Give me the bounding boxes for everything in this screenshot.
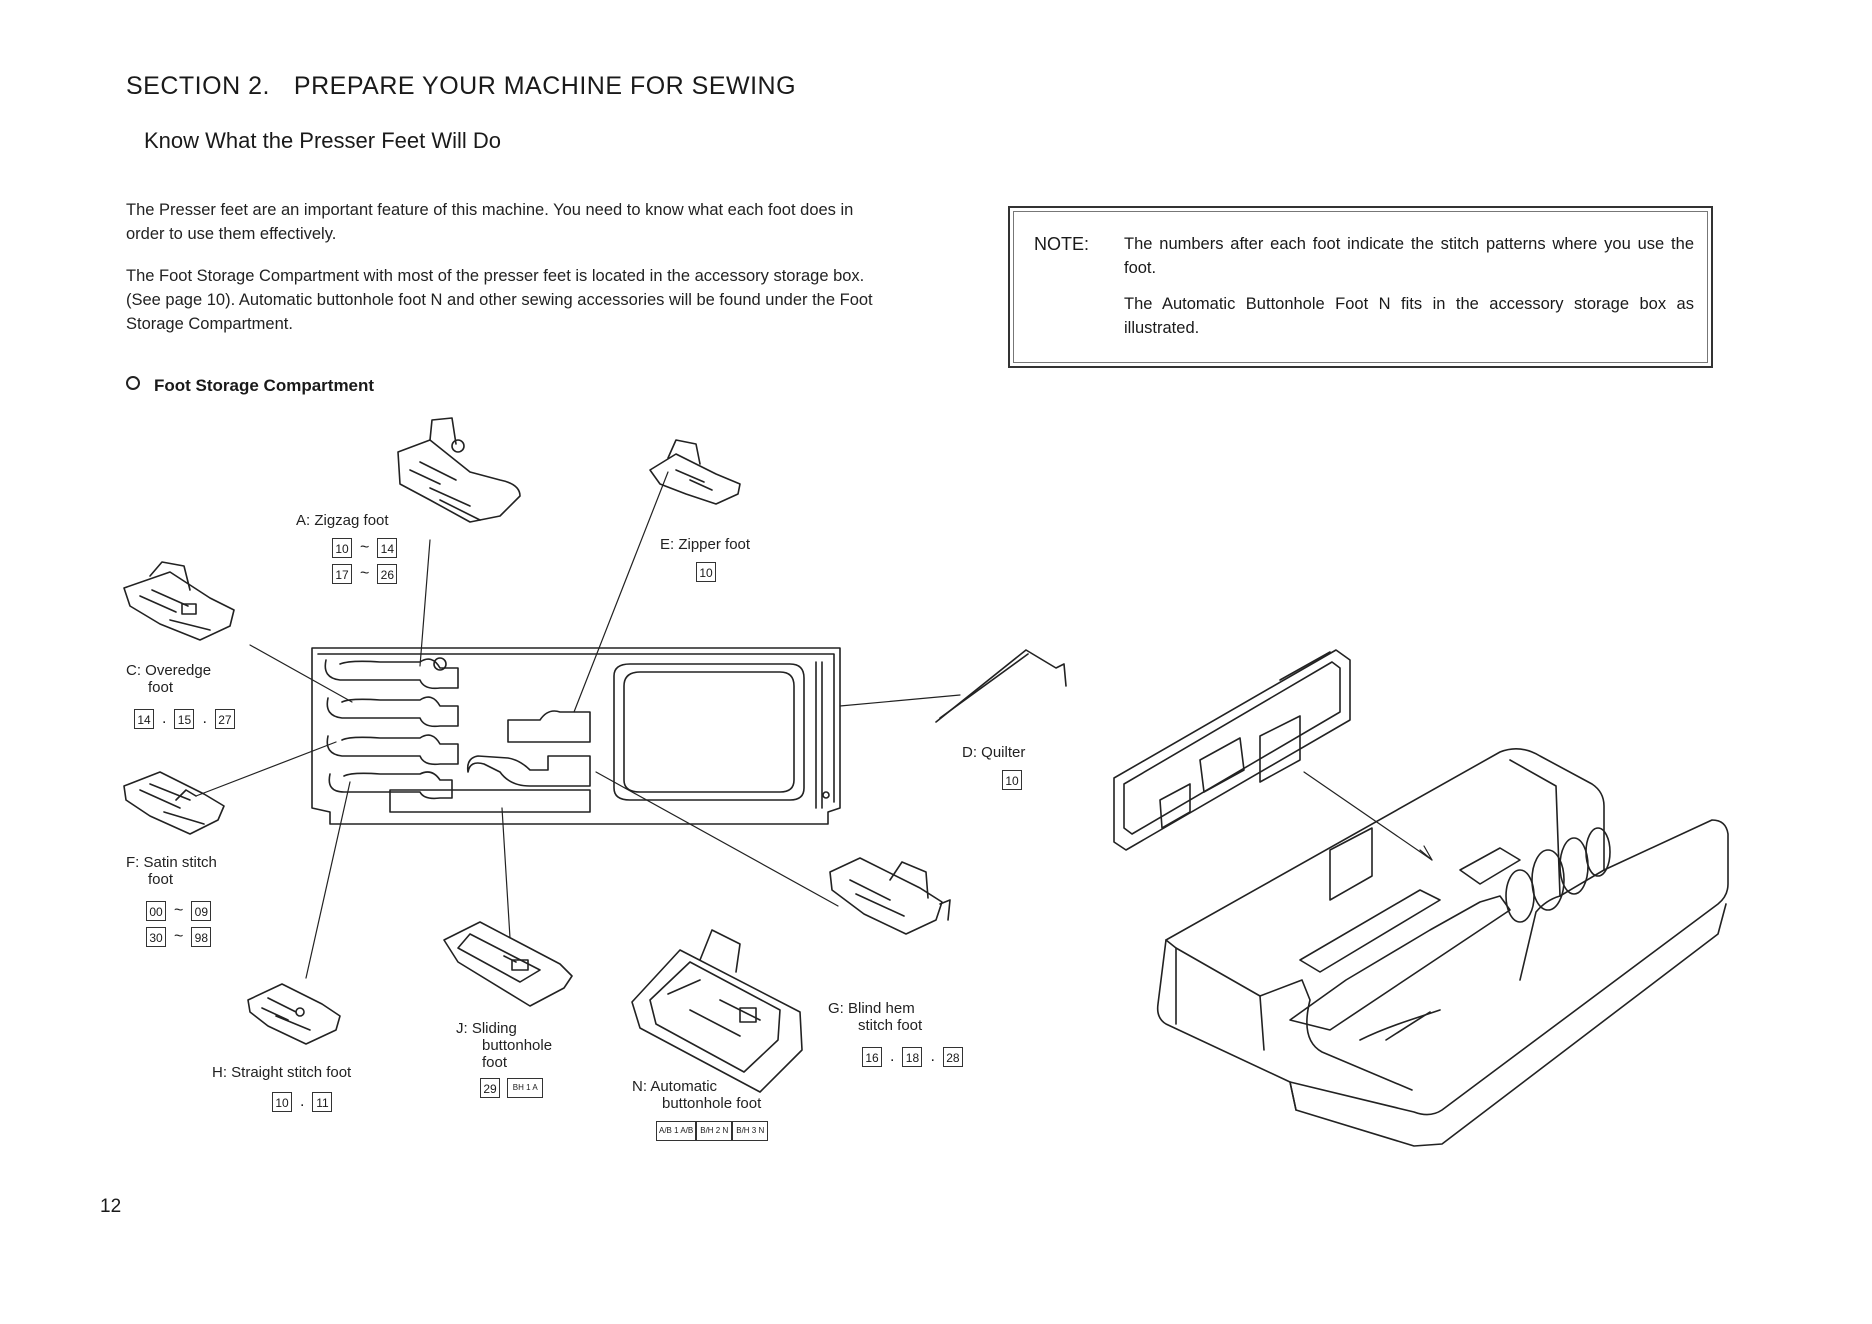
- foot-d-label: D: Quilter: [962, 744, 1026, 761]
- foot-c-callout: C: Overedge foot 14. 15. 27: [126, 662, 235, 729]
- foot-f-callout: F: Satin stitch foot 00 ~09 30 ~98: [126, 854, 217, 948]
- pattern-code: 10: [272, 1091, 292, 1112]
- foot-j-codes: 29 BH 1 A: [480, 1077, 552, 1098]
- overedge-foot-drawing: [123, 561, 235, 641]
- accessory-storage-box-drawing: [1113, 649, 1729, 1147]
- foot-j-callout: J: Sliding buttonhole foot 29 BH 1 A: [456, 1020, 552, 1098]
- leader-lines: [195, 471, 1433, 979]
- foot-a-codes-row-1: 10 ~14: [332, 537, 398, 558]
- foot-c-codes: 14. 15. 27: [134, 708, 235, 729]
- pattern-code: 18: [902, 1046, 923, 1067]
- foot-e-label: E: Zipper foot: [660, 536, 751, 553]
- buttonhole-pattern-code: B/H 2 N: [696, 1120, 733, 1141]
- pattern-code: 11: [312, 1091, 333, 1112]
- foot-h-codes: 10.11: [272, 1091, 351, 1112]
- pattern-code: 14: [134, 708, 154, 729]
- pattern-code: 10: [1002, 769, 1022, 790]
- range-separator: ~: [360, 538, 370, 556]
- list-separator: .: [162, 709, 167, 727]
- pattern-code: 10: [696, 561, 716, 582]
- foot-c-label-2: foot: [148, 679, 174, 696]
- foot-h-label: H: Straight stitch foot: [212, 1064, 352, 1081]
- pattern-code: 10: [332, 537, 352, 558]
- pattern-code: 00: [146, 900, 166, 921]
- pattern-code: 14: [377, 537, 398, 558]
- satin-stitch-foot-drawing: [123, 771, 225, 835]
- quilter-drawing: [935, 649, 1067, 723]
- foot-n-label-1: N: Automatic: [632, 1078, 718, 1095]
- range-separator: ~: [174, 928, 184, 946]
- foot-n-label-2: buttonhole foot: [662, 1095, 762, 1112]
- foot-g-callout: G: Blind hem stitch foot 16. 18. 28: [828, 1000, 963, 1067]
- foot-e-callout: E: Zipper foot 10: [660, 536, 750, 582]
- foot-f-codes-row-2: 30 ~98: [146, 927, 217, 948]
- pattern-code: 26: [377, 564, 398, 585]
- foot-a-codes-row-2: 17 ~26: [332, 564, 398, 585]
- list-separator: .: [202, 709, 207, 727]
- note-line-1: The numbers after each foot indicate the…: [1124, 235, 1694, 277]
- buttonhole-pattern-code: BH 1 A: [507, 1077, 544, 1098]
- list-separator: .: [930, 1047, 935, 1065]
- automatic-buttonhole-foot-drawing: [631, 929, 803, 1093]
- sliding-buttonhole-foot-drawing: [443, 921, 573, 1007]
- foot-g-codes: 16. 18. 28: [862, 1046, 963, 1067]
- foot-d-callout: D: Quilter 10: [962, 744, 1025, 790]
- foot-g-label-2: stitch foot: [858, 1017, 923, 1034]
- foot-f-codes-row-1: 00 ~09: [146, 900, 217, 921]
- pattern-code: 17: [332, 564, 352, 585]
- note-box: NOTE: The numbers after each foot indica…: [1008, 206, 1713, 368]
- compartment-heading: Foot Storage Compartment: [126, 376, 374, 396]
- foot-j-label-2: buttonhole: [482, 1037, 553, 1054]
- bullet-icon: [126, 376, 140, 390]
- pattern-code: 15: [174, 708, 195, 729]
- buttonhole-pattern-code: A/B 1 A/B: [656, 1120, 697, 1141]
- foot-a-label: A: Zigzag foot: [296, 512, 389, 529]
- pattern-code: 16: [862, 1046, 882, 1067]
- foot-d-codes: 10: [1002, 769, 1025, 790]
- list-separator: .: [890, 1047, 895, 1065]
- foot-j-label-3: foot: [482, 1054, 508, 1071]
- section-title: PREPARE YOUR MACHINE FOR SEWING: [293, 72, 797, 100]
- foot-h-callout: H: Straight stitch foot 10.11: [212, 1064, 351, 1112]
- buttonhole-pattern-code: B/H 3 N: [732, 1120, 769, 1141]
- foot-g-label-1: G: Blind hem: [828, 1000, 915, 1017]
- foot-f-label-2: foot: [148, 871, 174, 888]
- intro-paragraph-2: The Foot Storage Compartment with most o…: [126, 267, 873, 333]
- note-label: NOTE:: [1034, 234, 1090, 254]
- straight-stitch-foot-drawing: [247, 983, 341, 1045]
- pattern-code: 98: [191, 927, 212, 948]
- section-heading: SECTION 2. PREPARE YOUR MACHINE FOR SEWIN…: [126, 72, 796, 101]
- note-body: The numbers after each foot indicate the…: [1124, 232, 1694, 352]
- zigzag-foot-drawing: [397, 417, 521, 523]
- note-line-2: The Automatic Buttonhole Foot N fits in …: [1124, 295, 1694, 337]
- foot-e-codes: 10: [696, 561, 750, 582]
- range-separator: ~: [360, 565, 370, 583]
- range-separator: ~: [174, 901, 184, 919]
- foot-c-label-1: C: Overedge: [126, 662, 212, 679]
- section-number: SECTION 2.: [126, 72, 270, 100]
- intro-paragraph-1: The Presser feet are an important featur…: [126, 201, 854, 243]
- foot-j-label-1: J: Sliding: [456, 1020, 517, 1037]
- foot-a-callout: A: Zigzag foot 10 ~14 17 ~26: [296, 512, 398, 585]
- list-separator: .: [300, 1092, 305, 1110]
- zipper-foot-drawing: [649, 439, 741, 505]
- pattern-code: 30: [146, 927, 166, 948]
- foot-storage-compartment-drawing: [311, 647, 841, 825]
- pattern-code: 27: [214, 708, 235, 729]
- foot-f-label-1: F: Satin stitch: [126, 854, 217, 871]
- pattern-code: 28: [942, 1046, 963, 1067]
- compartment-heading-text: Foot Storage Compartment: [154, 376, 375, 395]
- pattern-code: 29: [480, 1077, 500, 1098]
- pattern-code: 09: [191, 900, 212, 921]
- page-number: 12: [100, 1196, 122, 1217]
- page-subtitle: Know What the Presser Feet Will Do: [144, 128, 502, 153]
- blind-hem-foot-drawing: [829, 857, 951, 935]
